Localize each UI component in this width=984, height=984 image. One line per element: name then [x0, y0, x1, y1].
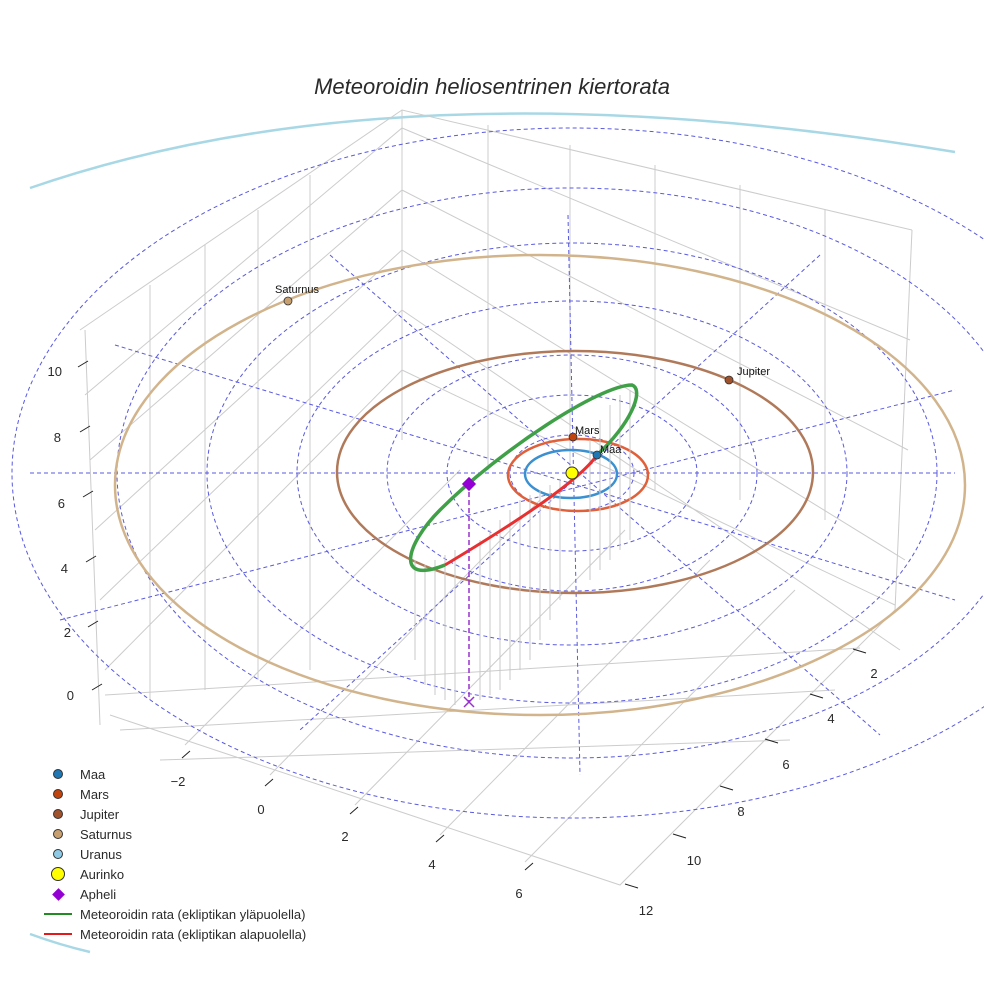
z-tick-10: 10: [48, 364, 62, 379]
legend-label: Maa: [80, 766, 106, 782]
sun-marker-icon: [51, 867, 65, 881]
uranus-orbit-top: [29, 112, 956, 190]
legend-label: Meteoroidin rata (ekliptikan alapuolella…: [80, 926, 307, 942]
maa-marker[interactable]: [592, 450, 602, 460]
meteoroid-orbit-below: [444, 454, 599, 567]
x-tick-0: 0: [257, 802, 264, 817]
z-axis: [77, 360, 103, 691]
z-tick-4: 4: [61, 561, 68, 576]
box-grid: [79, 109, 913, 886]
uranus-orbit-bottom: [29, 932, 91, 954]
legend-item-mars[interactable]: Mars: [36, 784, 306, 804]
x-tick-2: 2: [341, 829, 348, 844]
reference-grid: [11, 127, 984, 819]
saturnus-label: Saturnus: [275, 284, 320, 296]
aphelion-projection-marker: [463, 696, 475, 708]
legend-label: Apheli: [80, 886, 117, 902]
legend-item-orbit-above[interactable]: Meteoroidin rata (ekliptikan yläpuolella…: [36, 904, 306, 924]
circle-marker-icon: [53, 829, 63, 839]
jupiter-label: Jupiter: [737, 366, 770, 378]
mars-marker[interactable]: [568, 432, 578, 442]
z-tick-8: 8: [54, 430, 61, 445]
legend-label: Jupiter: [80, 806, 120, 822]
x-tick-4: 4: [428, 857, 435, 872]
legend-item-maa[interactable]: Maa: [36, 764, 306, 784]
aurinko-marker[interactable]: [565, 466, 579, 480]
circle-marker-icon: [53, 849, 63, 859]
y-tick-6: 6: [782, 757, 789, 772]
y-tick-2: 2: [870, 666, 877, 681]
z-tick-6: 6: [58, 496, 65, 511]
legend-item-apheli[interactable]: Apheli: [36, 884, 306, 904]
x-axis: [181, 750, 534, 871]
meteoroid-orbit-above: [408, 383, 639, 572]
y-tick-10: 10: [687, 853, 701, 868]
y-tick-8: 8: [737, 804, 744, 819]
x-tick-neg2: −2: [171, 774, 186, 789]
saturnus-orbit: [113, 253, 967, 717]
legend-item-jupiter[interactable]: Jupiter: [36, 804, 306, 824]
aphelion-marker[interactable]: [461, 476, 477, 492]
legend-label: Mars: [80, 786, 109, 802]
mars-label: Mars: [575, 425, 600, 437]
circle-marker-icon: [53, 809, 63, 819]
legend-label: Saturnus: [80, 826, 133, 842]
maa-label: Maa: [600, 444, 622, 456]
line-marker-icon: [44, 933, 72, 935]
jupiter-marker[interactable]: [724, 375, 734, 385]
z-tick-2: 2: [64, 625, 71, 640]
legend-item-orbit-below[interactable]: Meteoroidin rata (ekliptikan alapuolella…: [36, 924, 306, 944]
x-tick-6: 6: [515, 886, 522, 901]
meteoroid-drop-lines: [414, 390, 631, 705]
line-marker-icon: [44, 913, 72, 915]
y-tick-4: 4: [827, 711, 834, 726]
legend-label: Uranus: [80, 846, 122, 862]
legend-item-aurinko[interactable]: Aurinko: [36, 864, 306, 884]
legend: Maa Mars Jupiter Saturnus Uranus Aurinko…: [36, 764, 306, 944]
saturnus-marker[interactable]: [283, 296, 293, 306]
legend-label: Meteoroidin rata (ekliptikan yläpuolella…: [80, 906, 306, 922]
legend-label: Aurinko: [80, 866, 125, 882]
z-tick-0: 0: [67, 688, 74, 703]
y-tick-12: 12: [639, 903, 653, 918]
diamond-marker-icon: [51, 887, 65, 901]
circle-marker-icon: [53, 769, 63, 779]
chart-title: Meteoroidin heliosentrinen kiertorata: [314, 74, 670, 99]
legend-item-saturnus[interactable]: Saturnus: [36, 824, 306, 844]
legend-item-uranus[interactable]: Uranus: [36, 844, 306, 864]
jupiter-orbit: [335, 349, 815, 595]
maa-orbit: [523, 448, 619, 500]
mars-orbit: [506, 437, 650, 513]
circle-marker-icon: [53, 789, 63, 799]
y-axis: [624, 648, 867, 889]
